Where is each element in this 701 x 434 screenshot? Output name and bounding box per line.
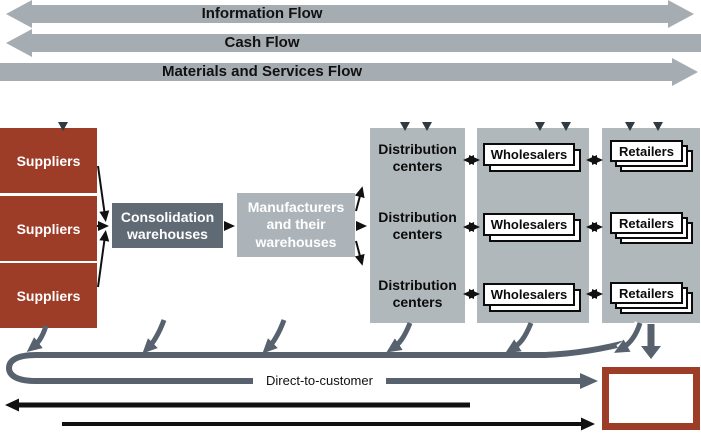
retailers-to-channel-cased-arrow bbox=[614, 321, 646, 355]
supplier-box-3: Suppliers bbox=[0, 263, 97, 328]
suppliers-to-consolidation-arrows bbox=[97, 165, 110, 288]
cash-flow-band bbox=[32, 34, 701, 52]
retailer-box-2: Retailers bbox=[610, 212, 683, 234]
retailers-to-customer-down-arrow bbox=[641, 324, 661, 359]
information-flow-band bbox=[32, 5, 668, 23]
retailer-box-1: Retailers bbox=[610, 140, 683, 162]
distribution-centers-label-1: Distribution centers bbox=[378, 141, 457, 174]
manufacturers-to-distribution-arrows bbox=[354, 186, 367, 266]
supplier-box-2: Suppliers bbox=[0, 196, 97, 261]
wholesaler-box-1: Wholesalers bbox=[483, 143, 575, 166]
direct-to-customer-channel-line bbox=[5, 338, 634, 389]
materials-flow-label: Materials and Services Flow bbox=[161, 63, 363, 80]
cash-flow-label: Cash Flow bbox=[224, 34, 300, 51]
direct-to-customer-label: Direct-to-customer bbox=[253, 366, 386, 394]
distribution-centers-label-3: Distribution centers bbox=[378, 277, 457, 310]
supplier-box-1: Suppliers bbox=[0, 128, 97, 193]
retailer-box-3: Retailers bbox=[610, 282, 683, 304]
tier-to-channel-curved-arrows bbox=[26, 319, 534, 354]
materials-flow-band bbox=[0, 63, 672, 81]
tier-top-down-arrowhead-icons bbox=[58, 122, 663, 131]
cash-flow-left-arrowhead-icon bbox=[6, 29, 32, 57]
consolidation-warehouses-box: Consolidation warehouses bbox=[112, 203, 223, 248]
manufacturers-box: Manufacturers and their warehouses bbox=[237, 193, 355, 257]
wholesaler-box-2: Wholesalers bbox=[483, 213, 575, 236]
distribution-wholesalers-exchange-arrows bbox=[463, 155, 480, 299]
information-flow-right-arrowhead-icon bbox=[668, 0, 694, 28]
information-flow-left-arrowhead-icon bbox=[6, 0, 32, 28]
customer-box bbox=[602, 367, 700, 430]
distribution-centers-column bbox=[370, 128, 465, 323]
distribution-centers-label-2: Distribution centers bbox=[378, 209, 457, 242]
wholesaler-box-3: Wholesalers bbox=[483, 283, 575, 306]
wholesalers-retailers-exchange-arrows bbox=[586, 155, 603, 299]
materials-flow-right-arrowhead-icon bbox=[672, 58, 698, 86]
information-flow-label: Information Flow bbox=[201, 5, 323, 22]
